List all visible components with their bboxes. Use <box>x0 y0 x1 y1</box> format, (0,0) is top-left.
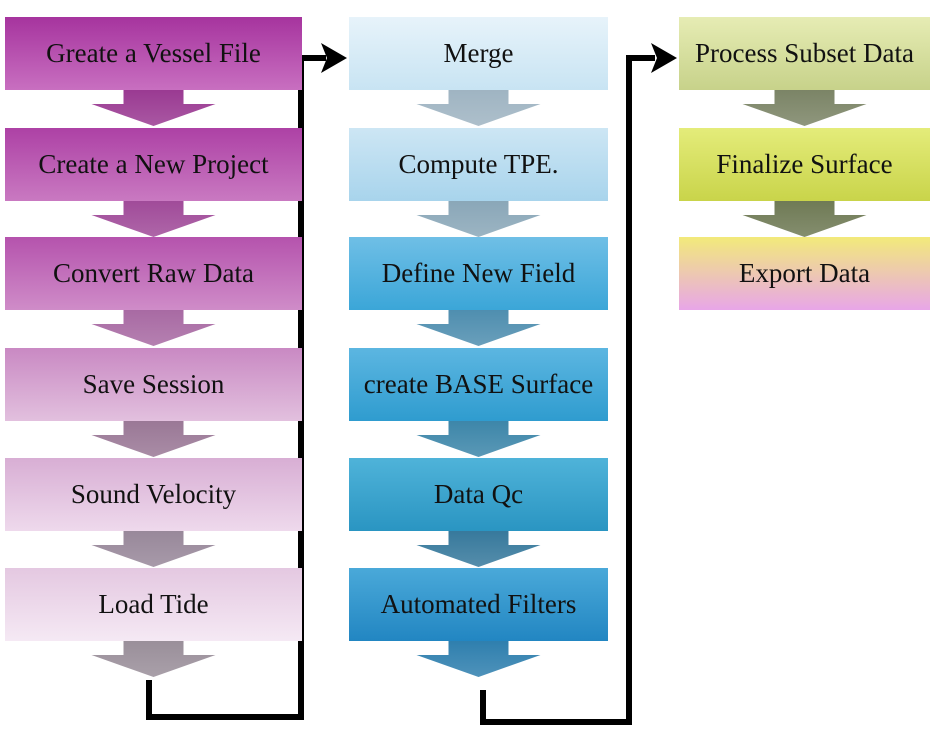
down-arrow-icon <box>416 310 541 346</box>
down-arrow-icon <box>416 421 541 457</box>
step-load-tide: Load Tide <box>5 568 302 641</box>
step-label: Merge <box>443 38 514 68</box>
step-finalize-surface: Finalize Surface <box>679 128 930 201</box>
step-label: Automated Filters <box>380 589 577 619</box>
down-arrow-icon <box>416 201 541 237</box>
down-arrow-icon <box>416 641 541 677</box>
down-arrow-icon <box>91 641 216 677</box>
down-arrow-icon <box>742 90 867 126</box>
step-process-subset-data: Process Subset Data <box>679 17 930 90</box>
step-label: Export Data <box>738 258 871 288</box>
down-arrow-icon <box>91 421 216 457</box>
step-create-base-surface: create BASE Surface <box>349 348 608 421</box>
connector-arrowhead-icon <box>651 43 677 73</box>
step-label: Create a New Project <box>38 149 269 179</box>
step-label: Convert Raw Data <box>53 258 254 288</box>
step-sound-velocity: Sound Velocity <box>5 458 302 531</box>
down-arrow-icon <box>91 531 216 567</box>
step-automated-filters: Automated Filters <box>349 568 608 641</box>
step-greate-a-vessel-file: Greate a Vessel File <box>5 17 302 90</box>
connector-col2-to-col3 <box>480 55 655 725</box>
step-label: Define New Field <box>381 258 576 288</box>
step-export-data: Export Data <box>679 237 930 310</box>
step-label: Data Qc <box>433 479 524 509</box>
down-arrow-icon <box>91 90 216 126</box>
step-label: create BASE Surface <box>363 369 594 399</box>
connector-col1-to-col2 <box>146 55 326 720</box>
step-label: Load Tide <box>98 589 209 619</box>
step-label: Sound Velocity <box>70 479 237 509</box>
down-arrow-icon <box>416 531 541 567</box>
step-define-new-field: Define New Field <box>349 237 608 310</box>
down-arrow-icon <box>742 201 867 237</box>
step-label: Greate a Vessel File <box>46 38 261 68</box>
step-label: Finalize Surface <box>716 149 893 179</box>
step-save-session: Save Session <box>5 348 302 421</box>
step-merge: Merge <box>349 17 608 90</box>
down-arrow-icon <box>91 310 216 346</box>
step-convert-raw-data: Convert Raw Data <box>5 237 302 310</box>
down-arrow-icon <box>416 90 541 126</box>
step-label: Compute TPE. <box>398 149 559 179</box>
step-data-qc: Data Qc <box>349 458 608 531</box>
connector-arrowhead-icon <box>321 43 347 73</box>
step-label: Save Session <box>82 369 225 399</box>
step-compute-tpe: Compute TPE. <box>349 128 608 201</box>
down-arrow-icon <box>91 201 216 237</box>
step-label: Process Subset Data <box>695 38 914 68</box>
step-create-a-new-project: Create a New Project <box>5 128 302 201</box>
